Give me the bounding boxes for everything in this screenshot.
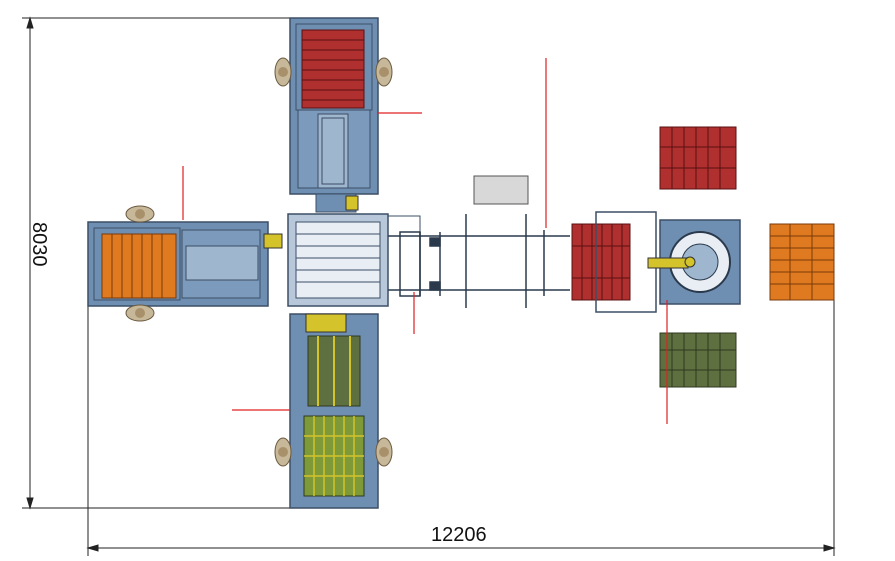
- control-cabinet: [473, 175, 529, 205]
- stretch-wrapper: [595, 211, 741, 313]
- height-dimension-label: 8030: [28, 222, 50, 267]
- bottom-green-pallet-upper: [307, 335, 361, 407]
- left-station: [87, 205, 283, 322]
- pallet-orange-right: [769, 223, 835, 301]
- operator-icon: [125, 205, 155, 223]
- height-dimension: [22, 16, 290, 510]
- pallet-red-top-right: [659, 126, 737, 190]
- width-dimension-label: 12206: [431, 524, 487, 546]
- section-cut-lines: [182, 58, 668, 424]
- left-orange-pallet: [101, 233, 177, 299]
- width-dimension: [86, 300, 836, 556]
- link-conveyor: [388, 214, 570, 308]
- operator-icon: [125, 304, 155, 322]
- right-red-pallet: [571, 223, 631, 301]
- bottom-station: [274, 313, 393, 509]
- bottom-green-pallet-lower: [303, 415, 365, 497]
- operator-icon: [375, 57, 393, 87]
- center-conveyor: [287, 213, 421, 307]
- operator-icon: [375, 437, 393, 467]
- operator-icon: [274, 437, 292, 467]
- top-red-pallet: [301, 29, 365, 109]
- pallet-green-bottom-right: [659, 332, 737, 388]
- operator-icon: [274, 57, 292, 87]
- top-station: [274, 17, 393, 213]
